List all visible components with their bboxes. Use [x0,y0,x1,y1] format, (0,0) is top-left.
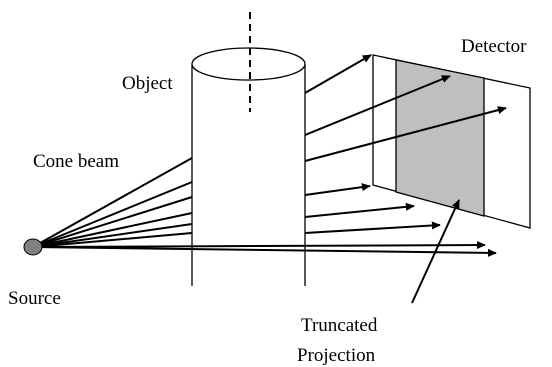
ray-3-exit [304,106,507,162]
truncated-projection-region [395,59,485,217]
source-label: Source [8,288,61,309]
ray-8 [32,246,497,257]
detector-label: Detector [461,36,527,57]
ray-2-exit [304,75,451,136]
truncated-projection-arrow [411,199,460,304]
ray-5-exit [304,202,415,218]
source-point [23,238,43,256]
object-cylinder-body [192,64,305,286]
cone-beam-label: Cone beam [33,151,119,172]
object-cylinder-top [191,47,306,81]
truncated-label-line1: Truncated [301,315,378,336]
ray-1-exit [304,54,372,94]
ray-3 [32,196,193,248]
ray-2 [32,181,193,248]
ray-5 [32,223,193,248]
cone-beam-rays [32,54,507,257]
ray-1 [32,157,193,248]
object-label: Object [122,73,173,94]
truncated-label-line2: Projection [297,345,376,366]
ray-4-exit [304,183,371,196]
ray-4 [32,212,193,248]
ray-6 [32,232,193,248]
ray-7 [32,240,486,250]
ray-6-exit [304,221,441,234]
